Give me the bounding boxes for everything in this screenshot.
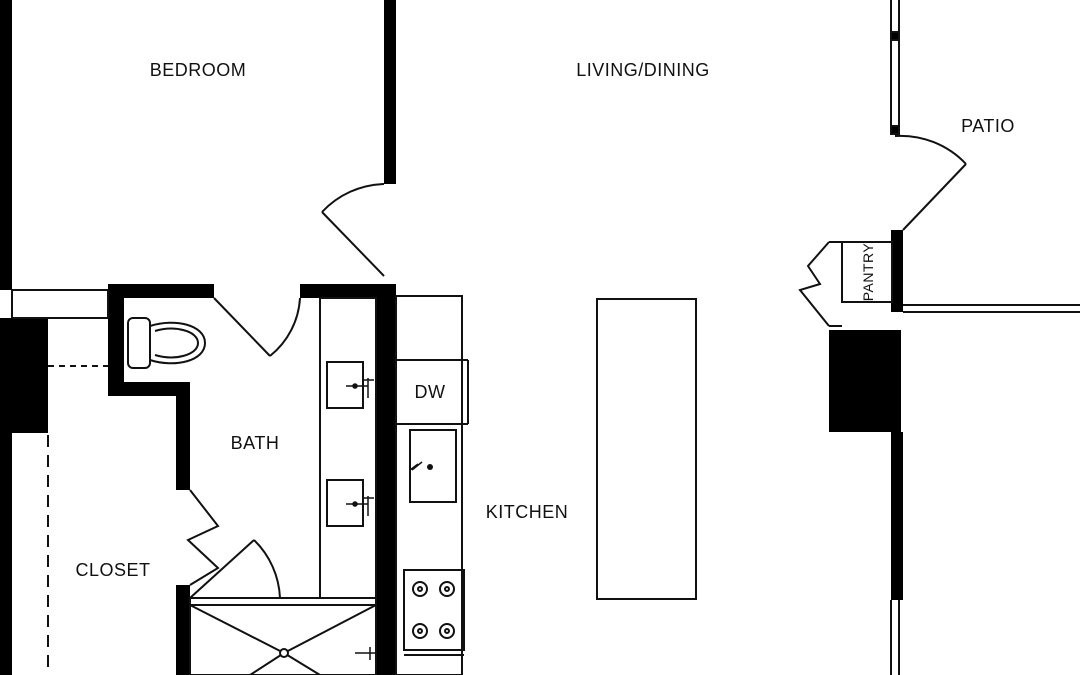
label-pantry: PANTRY [860, 243, 876, 302]
label-closet: CLOSET [75, 560, 150, 580]
label-living-dining: LIVING/DINING [576, 60, 710, 80]
thin-lines [11, 0, 1080, 675]
label-patio: PATIO [961, 116, 1015, 136]
range-burners [412, 581, 455, 639]
doors [186, 134, 967, 599]
label-kitchen: KITCHEN [486, 502, 569, 522]
label-bath: BATH [231, 433, 280, 453]
faucet-icons [346, 378, 433, 660]
label-bedroom: BEDROOM [150, 60, 247, 80]
label-dw: DW [415, 382, 446, 402]
toilet [127, 317, 207, 369]
walls [0, 0, 903, 675]
shower-drain [279, 648, 289, 658]
